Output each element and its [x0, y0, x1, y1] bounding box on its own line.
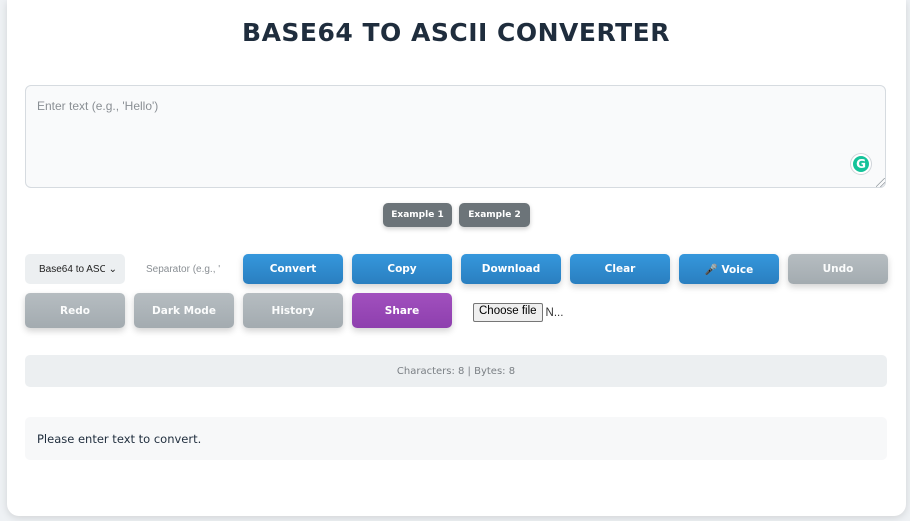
file-status: N...	[545, 306, 564, 319]
separator-input[interactable]	[134, 254, 234, 284]
output-message: Please enter text to convert.	[37, 431, 202, 446]
mode-select-value: Base64 to ASCII	[39, 263, 105, 275]
stats-text: Characters: 8 | Bytes: 8	[396, 365, 516, 377]
convert-button[interactable]: Convert	[243, 254, 343, 284]
stats-bar: Characters: 8 | Bytes: 8	[25, 355, 887, 387]
grammarly-icon[interactable]: G	[851, 154, 871, 174]
history-button[interactable]: History	[243, 293, 343, 328]
grammarly-glyph: G	[856, 157, 866, 171]
mode-select[interactable]: Base64 to ASCII ⌄	[25, 254, 125, 284]
undo-button[interactable]: Undo	[788, 254, 888, 284]
dark-mode-button[interactable]: Dark Mode	[134, 293, 234, 328]
example-2-button[interactable]: Example 2	[459, 203, 530, 227]
text-input[interactable]	[25, 85, 886, 188]
choose-file-button[interactable]: Choose file	[473, 303, 543, 322]
page-title: BASE64 TO ASCII CONVERTER	[242, 18, 670, 47]
download-button[interactable]: Download	[461, 254, 561, 284]
redo-button[interactable]: Redo	[25, 293, 125, 328]
chevron-down-icon: ⌄	[108, 263, 117, 275]
clear-button[interactable]: Clear	[570, 254, 670, 284]
resize-handle[interactable]	[876, 178, 885, 187]
file-input[interactable]: Choose file N...	[473, 303, 563, 322]
share-button[interactable]: Share	[352, 293, 452, 328]
example-1-button[interactable]: Example 1	[383, 203, 452, 227]
copy-button[interactable]: Copy	[352, 254, 452, 284]
output-panel: Please enter text to convert.	[25, 417, 887, 460]
voice-button[interactable]: 🎤 Voice	[679, 254, 779, 284]
